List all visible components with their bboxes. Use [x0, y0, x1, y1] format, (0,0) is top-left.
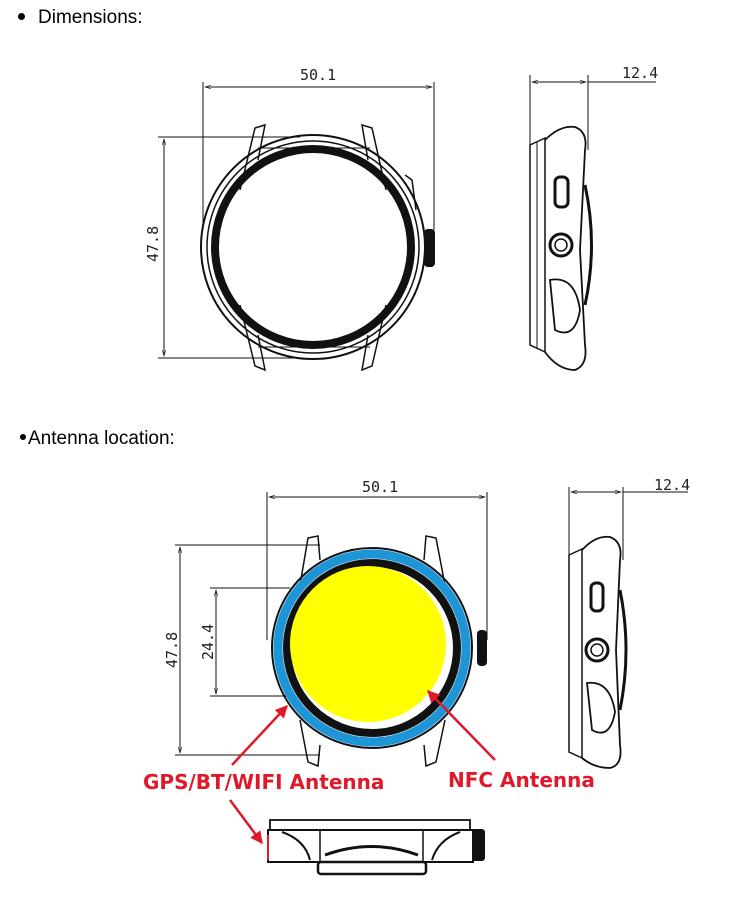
bottom-view-drawing — [267, 819, 485, 876]
antenna-heading: Antenna location: — [20, 428, 175, 450]
dimensions-heading: Dimensions: — [12, 7, 143, 29]
width-dimension: 50.1 — [300, 66, 336, 84]
gps-bt-wifi-antenna-ring — [273, 549, 471, 747]
nfc-label: NFC Antenna — [448, 768, 595, 792]
nfc-antenna-area — [290, 566, 446, 722]
annotation-arrows — [228, 690, 496, 845]
bezel-ring — [283, 559, 461, 737]
side-view-drawing — [529, 75, 656, 371]
crown — [477, 630, 487, 666]
height-dimension: 47.8 — [163, 632, 181, 668]
bullet-icon — [20, 434, 26, 441]
antenna-front-view-drawing — [175, 492, 488, 768]
width-dimension: 50.1 — [362, 478, 398, 496]
front-view-drawing — [158, 82, 435, 372]
heading-text: Antenna location: — [28, 428, 175, 449]
thickness-dimension: 12.4 — [654, 476, 690, 494]
antenna-side-view-drawing — [568, 487, 688, 769]
height-dimension: 47.8 — [144, 226, 162, 262]
bullet-icon — [18, 12, 25, 20]
heading-text: Dimensions: — [38, 7, 143, 28]
nfc-dimension: 24.4 — [199, 624, 217, 660]
thickness-dimension: 12.4 — [622, 64, 658, 82]
case-outline — [271, 547, 473, 749]
gps-bt-wifi-label: GPS/BT/WIFI Antenna — [143, 770, 384, 794]
